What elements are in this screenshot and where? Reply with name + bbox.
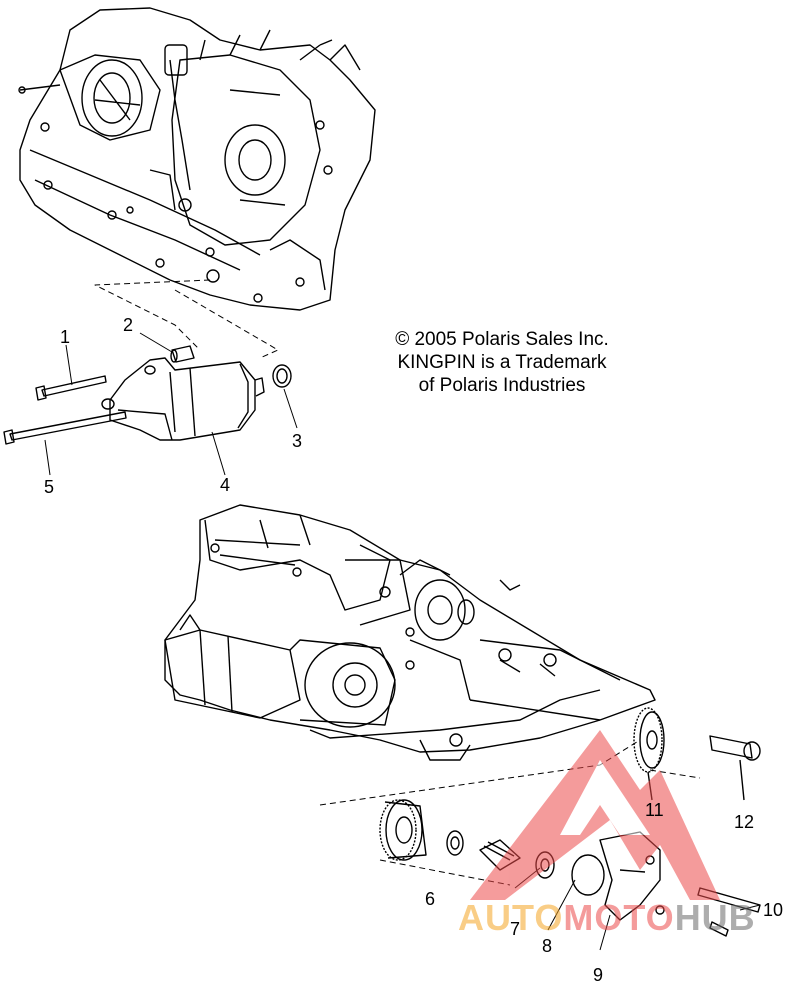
callout-2: 2 xyxy=(123,315,134,335)
starter-motor-group xyxy=(3,345,292,445)
copyright-line: © 2005 Polaris Sales Inc. xyxy=(395,329,609,350)
watermark-text: AUTOMOTOHUB xyxy=(458,897,756,939)
callout-leaders-upper xyxy=(44,332,298,476)
callout-10: 10 xyxy=(763,900,784,920)
engine-lower-assembly xyxy=(164,504,656,761)
leader-dashes-upper xyxy=(94,279,279,359)
watermark-part-hub: HUB xyxy=(674,897,756,938)
callout-7: 7 xyxy=(510,919,521,939)
callout-5: 5 xyxy=(44,477,55,497)
callout-3: 3 xyxy=(292,431,303,451)
callout-8: 8 xyxy=(542,936,553,956)
callout-1: 1 xyxy=(60,327,71,347)
callout-6: 6 xyxy=(425,889,436,909)
callout-9: 9 xyxy=(593,965,604,983)
callout-11: 11 xyxy=(645,800,664,820)
trademark-line: KINGPIN is a Trademark xyxy=(397,352,607,373)
trademark-owner-line: of Polaris Industries xyxy=(418,375,586,396)
callout-12: 12 xyxy=(734,812,755,832)
callout-4: 4 xyxy=(220,475,231,495)
crankcase-upper xyxy=(18,7,376,311)
watermark-part-auto: AUTO xyxy=(458,897,564,938)
watermark-logo xyxy=(470,730,720,900)
shaft-12-drawing xyxy=(709,735,761,801)
copyright-notice: © 2005 Polaris Sales Inc. KINGPIN is a T… xyxy=(372,328,632,397)
watermark-part-moto: MOTO xyxy=(563,897,675,938)
